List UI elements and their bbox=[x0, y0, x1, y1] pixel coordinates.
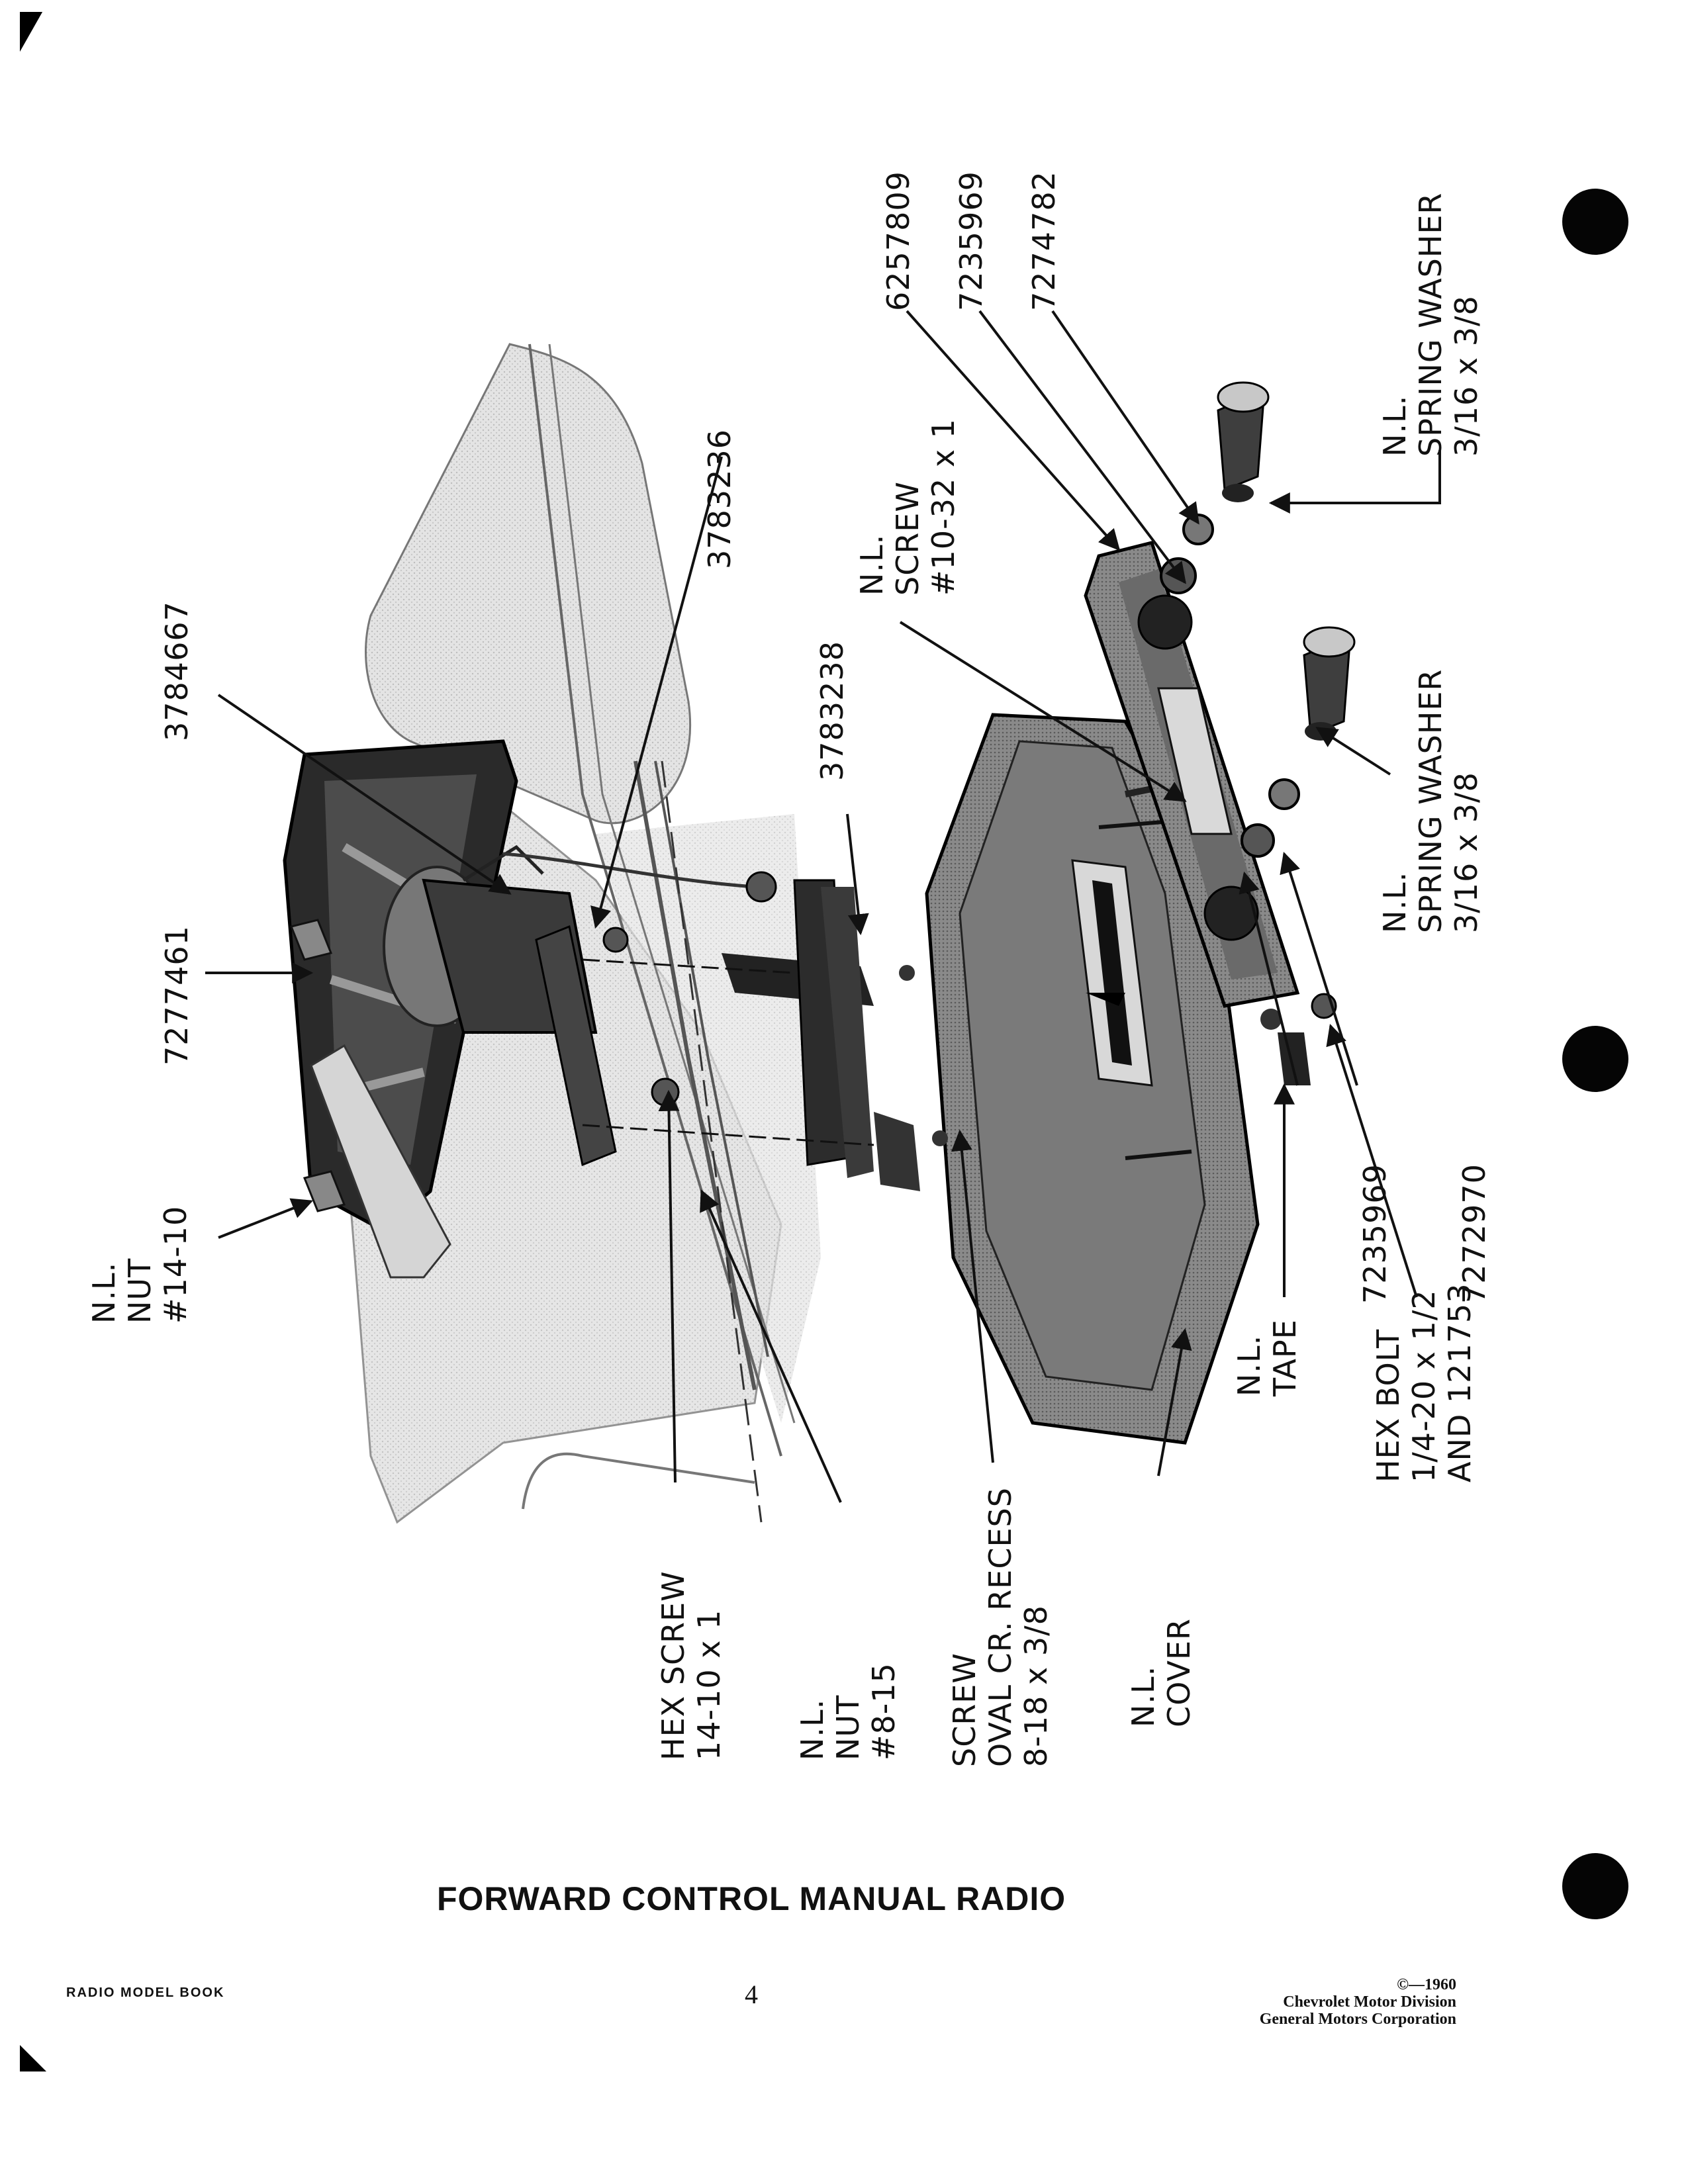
binder-hole-top bbox=[1562, 189, 1628, 255]
radio-receiver bbox=[899, 713, 1282, 1445]
page-title: FORWARD CONTROL MANUAL RADIO bbox=[437, 1880, 1066, 1917]
label-nl-nut-8-15: N.L. NUT #8-15 bbox=[794, 1662, 902, 1760]
binder-hole-bottom bbox=[1562, 1853, 1628, 1919]
label-part-6257809: 6257809 bbox=[880, 171, 916, 311]
label-nl-screw-10-32: N.L. SCREW #10-32 x 1 bbox=[854, 418, 961, 596]
label-part-3783238: 3783238 bbox=[814, 641, 850, 781]
leader-lines bbox=[205, 310, 1441, 1503]
copyright-corporation: General Motors Corporation bbox=[1259, 2011, 1456, 2028]
label-nl-nut-14-10: N.L. NUT #14-10 bbox=[86, 1205, 193, 1324]
book-name: RADIO MODEL BOOK bbox=[66, 1985, 225, 2000]
page-number: 4 bbox=[745, 1979, 758, 2009]
copyright-division: Chevrolet Motor Division bbox=[1283, 1993, 1456, 2011]
binder-hole-middle bbox=[1562, 1026, 1628, 1092]
label-screw-oval-recess: SCREW OVAL CR. RECESS 8-18 x 3/8 bbox=[947, 1487, 1054, 1767]
label-nl-tape: N.L. TAPE bbox=[1231, 1319, 1303, 1396]
label-nl-cover: N.L. COVER bbox=[1125, 1617, 1197, 1727]
label-nl-spring-washer-middle: N.L. SPRING WASHER 3/16 x 3/8 bbox=[1377, 668, 1484, 933]
speaker-assembly bbox=[283, 739, 777, 1279]
label-part-3783236: 3783236 bbox=[702, 429, 737, 569]
label-part-7235969-top: 7235969 bbox=[953, 171, 989, 311]
copyright-block: ©—1960 Chevrolet Motor Division General … bbox=[1260, 1976, 1456, 2028]
label-part-7274782: 7274782 bbox=[1026, 171, 1062, 311]
label-part-3784667: 3784667 bbox=[159, 601, 195, 741]
label-nl-spring-washer-top: N.L. SPRING WASHER 3/16 x 3/8 bbox=[1377, 192, 1484, 457]
label-hex-bolt: HEX BOLT 1/4-20 x 1/2 AND 121753 bbox=[1370, 1283, 1477, 1482]
label-part-7277461: 7277461 bbox=[159, 925, 195, 1066]
label-hex-screw: HEX SCREW 14-10 x 1 bbox=[655, 1570, 727, 1760]
mounting-brackets bbox=[582, 879, 920, 1191]
copyright-line: ©—1960 bbox=[1397, 1976, 1456, 1993]
